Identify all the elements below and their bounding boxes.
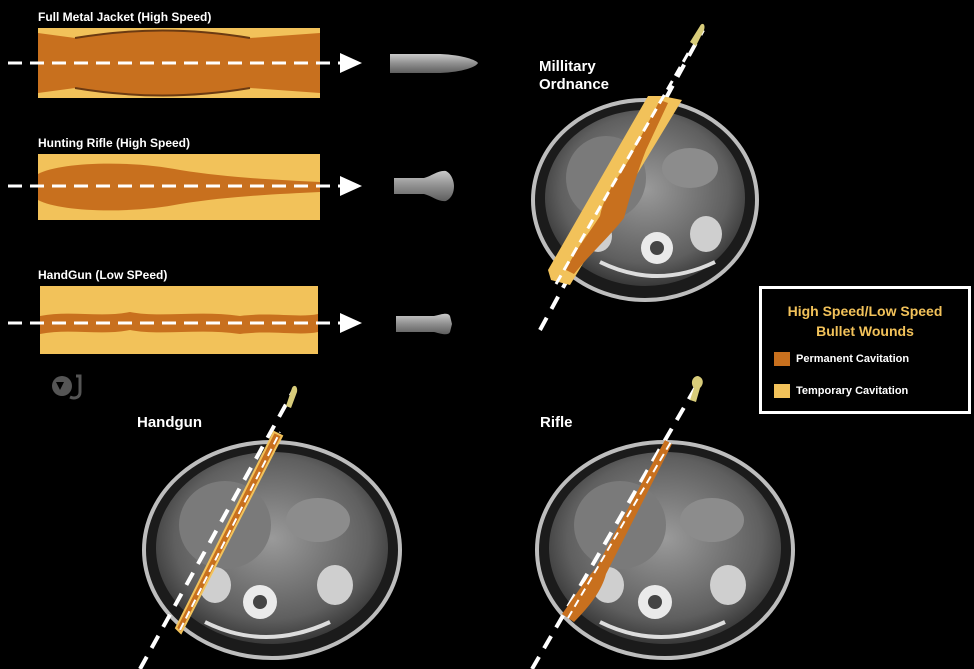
legend: High Speed/Low Speed Bullet Wounds Perma…: [759, 286, 971, 414]
legend-swatch-permanent: [774, 352, 790, 366]
label-rifle: Rifle: [540, 414, 573, 432]
legend-label-permanent: Permanent Cavitation: [796, 353, 909, 365]
legend-label-temporary: Temporary Cavitation: [796, 385, 908, 397]
legend-title-line2: Bullet Wounds: [762, 323, 968, 339]
legend-swatch-temporary: [774, 384, 790, 398]
legend-title-line1: High Speed/Low Speed: [762, 303, 968, 319]
